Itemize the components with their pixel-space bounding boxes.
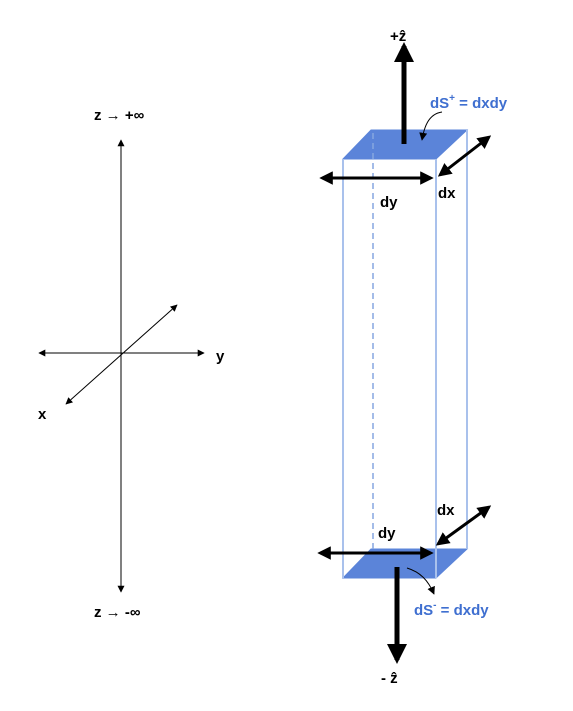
bottom-dx-arrow [435,505,492,546]
dS-minus-label: dS- = dxdy [414,600,489,619]
bottom-dimension-arrows: dy dx [317,502,492,560]
top-dimension-arrows: dy dx [319,135,492,211]
top-dx-label: dx [438,185,456,202]
z-top-label: z → +∞ [94,107,145,124]
dS-minus-pointer [406,567,435,595]
coordinate-axes: z → +∞ z → -∞ y x [38,107,225,621]
plus-z-hat-label: +ẑ [390,28,406,45]
bottom-dx-label: dx [437,502,455,519]
dS-plus-label: dS+ = dxdy [430,93,508,112]
surface-labels: dS+ = dxdy dS- = dxdy [406,93,508,619]
top-dx-arrow [437,135,492,177]
y-axis-label: y [216,348,225,365]
normal-arrows: +ẑ - ẑ [381,28,414,687]
minus-z-hat-label: - ẑ [381,670,398,687]
x-axis-label: x [38,406,47,423]
top-dy-label: dy [380,194,398,211]
bottom-dy-label: dy [378,525,396,542]
z-bottom-label: z → -∞ [94,604,141,621]
dS-plus-pointer [419,111,443,141]
x-axis-line [65,304,178,405]
